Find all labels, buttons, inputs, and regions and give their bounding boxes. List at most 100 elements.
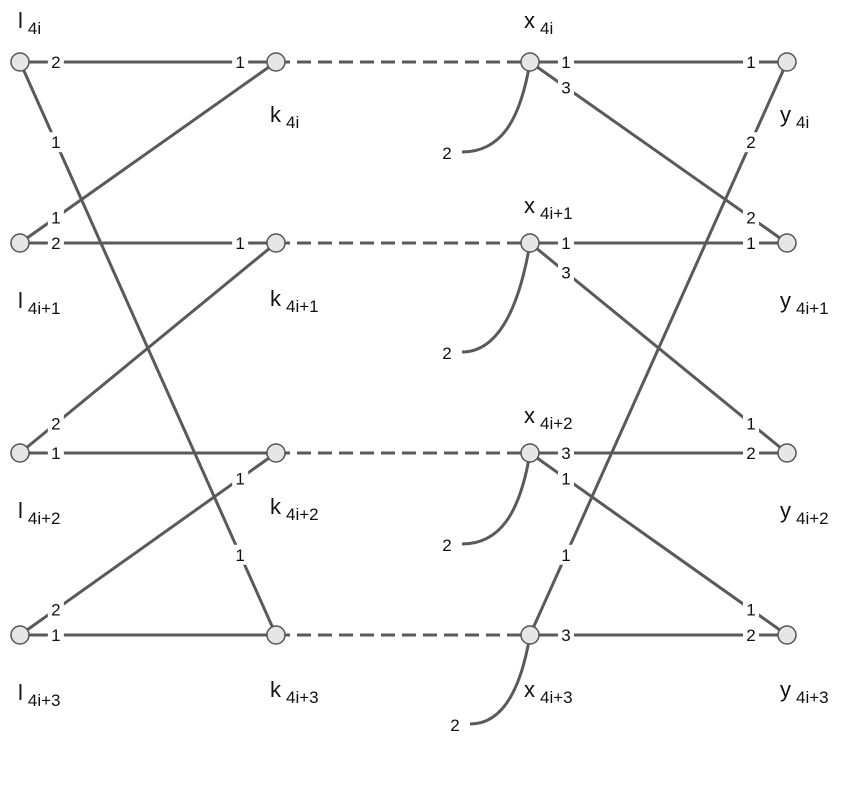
node-k2[interactable] [266,443,286,463]
port-label-background [743,625,760,645]
node-label-subscript: 4i+3 [286,688,319,707]
node-k1[interactable] [266,233,286,253]
node-label-main: l [18,680,23,705]
node-l2[interactable] [10,443,30,463]
port-label-background [557,468,574,489]
node-label-y0: y 4i [780,102,809,132]
node-l3[interactable] [10,625,30,645]
port-label-background [557,233,574,253]
port-label-x3-y0-from: 1 [557,544,574,565]
port-label-background [232,52,249,72]
port-label-l0-k0-from: 2 [47,52,64,72]
loop-label-background [438,341,456,363]
port-label-background [557,625,574,645]
node-label-main: l [18,498,23,523]
node-label-x1: x 4i+1 [524,193,573,223]
port-label-x2-y2-to: 2 [743,443,760,463]
loop-label-background [446,713,464,735]
port-label-x1-y1-to: 1 [743,233,760,253]
node-y0[interactable] [777,52,797,72]
node-label-subscript: 4i+1 [286,297,319,316]
port-label-background [47,207,64,228]
port-label-x0-y0-from: 1 [557,52,574,72]
nodes-layer [10,52,797,645]
node-y3[interactable] [777,625,797,645]
node-l1[interactable] [10,233,30,253]
node-label-subscript: 4i+3 [796,688,829,707]
node-label-main: x [524,403,535,428]
node-label-main: y [780,102,791,127]
port-label-l3-k3-from: 1 [47,625,64,645]
port-label-text: 1 [561,53,570,72]
port-label-text: 2 [51,601,60,620]
node-label-subscript: 4i [28,19,41,38]
node-y2[interactable] [777,443,797,463]
node-k3[interactable] [266,625,286,645]
port-label-text: 2 [746,626,755,645]
loop-label-background [438,141,456,163]
node-x1[interactable] [520,233,540,253]
edges-layer [18,60,789,637]
loop-label-background [438,533,456,555]
port-label-text: 2 [51,53,60,72]
port-label-text: 1 [746,53,755,72]
node-x3[interactable] [520,625,540,645]
port-label-background [232,468,249,489]
node-label-main: k [270,102,282,127]
port-label-l1-k0-from: 1 [47,207,64,228]
node-label-main: x [524,8,535,33]
port-label-text: 1 [51,626,60,645]
port-label-text: 1 [746,234,755,253]
node-label-main: x [524,193,535,218]
port-label-background [557,262,574,283]
node-label-x0: x 4i [524,8,553,38]
node-y1[interactable] [777,233,797,253]
port-label-x0-y1-from: 3 [557,77,574,98]
loop-label-text: 2 [442,536,451,555]
port-label-background [232,233,249,253]
port-label-l1-k1-from: 2 [47,233,64,253]
port-label-text: 2 [746,444,755,463]
port-label-text: 1 [235,53,244,72]
port-label-background [743,413,760,434]
node-label-subscript: 4i [796,113,809,132]
port-label-l0-k3-to: 1 [232,544,249,565]
port-label-background [743,443,760,463]
node-l0[interactable] [10,52,30,72]
node-label-subscript: 4i+3 [540,688,573,707]
node-x0[interactable] [520,52,540,72]
node-label-main: k [270,677,282,702]
port-label-background [743,52,760,72]
node-k0[interactable] [266,52,286,72]
port-label-l2-k2-from: 1 [47,443,64,463]
node-label-main: y [780,288,791,313]
node-label-subscript: 4i+2 [28,509,61,528]
node-label-subscript: 4i+2 [286,505,319,524]
port-label-background [47,233,64,253]
port-label-background [557,52,574,72]
port-label-text: 1 [746,415,755,434]
port-label-background [47,625,64,645]
port-label-background [47,413,64,434]
node-x2[interactable] [520,443,540,463]
loops-layer [461,61,532,726]
port-label-text: 2 [746,133,755,152]
port-label-background [557,544,574,565]
port-label-background [743,599,760,620]
node-label-subscript: 4i [286,113,299,132]
node-label-subscript: 4i+1 [540,204,573,223]
port-label-background [743,233,760,253]
loop-label-text: 2 [450,716,459,735]
port-label-background [47,599,64,620]
port-label-x1-y1-from: 1 [557,233,574,253]
node-label-subscript: 4i [540,19,553,38]
port-label-text: 3 [561,444,570,463]
